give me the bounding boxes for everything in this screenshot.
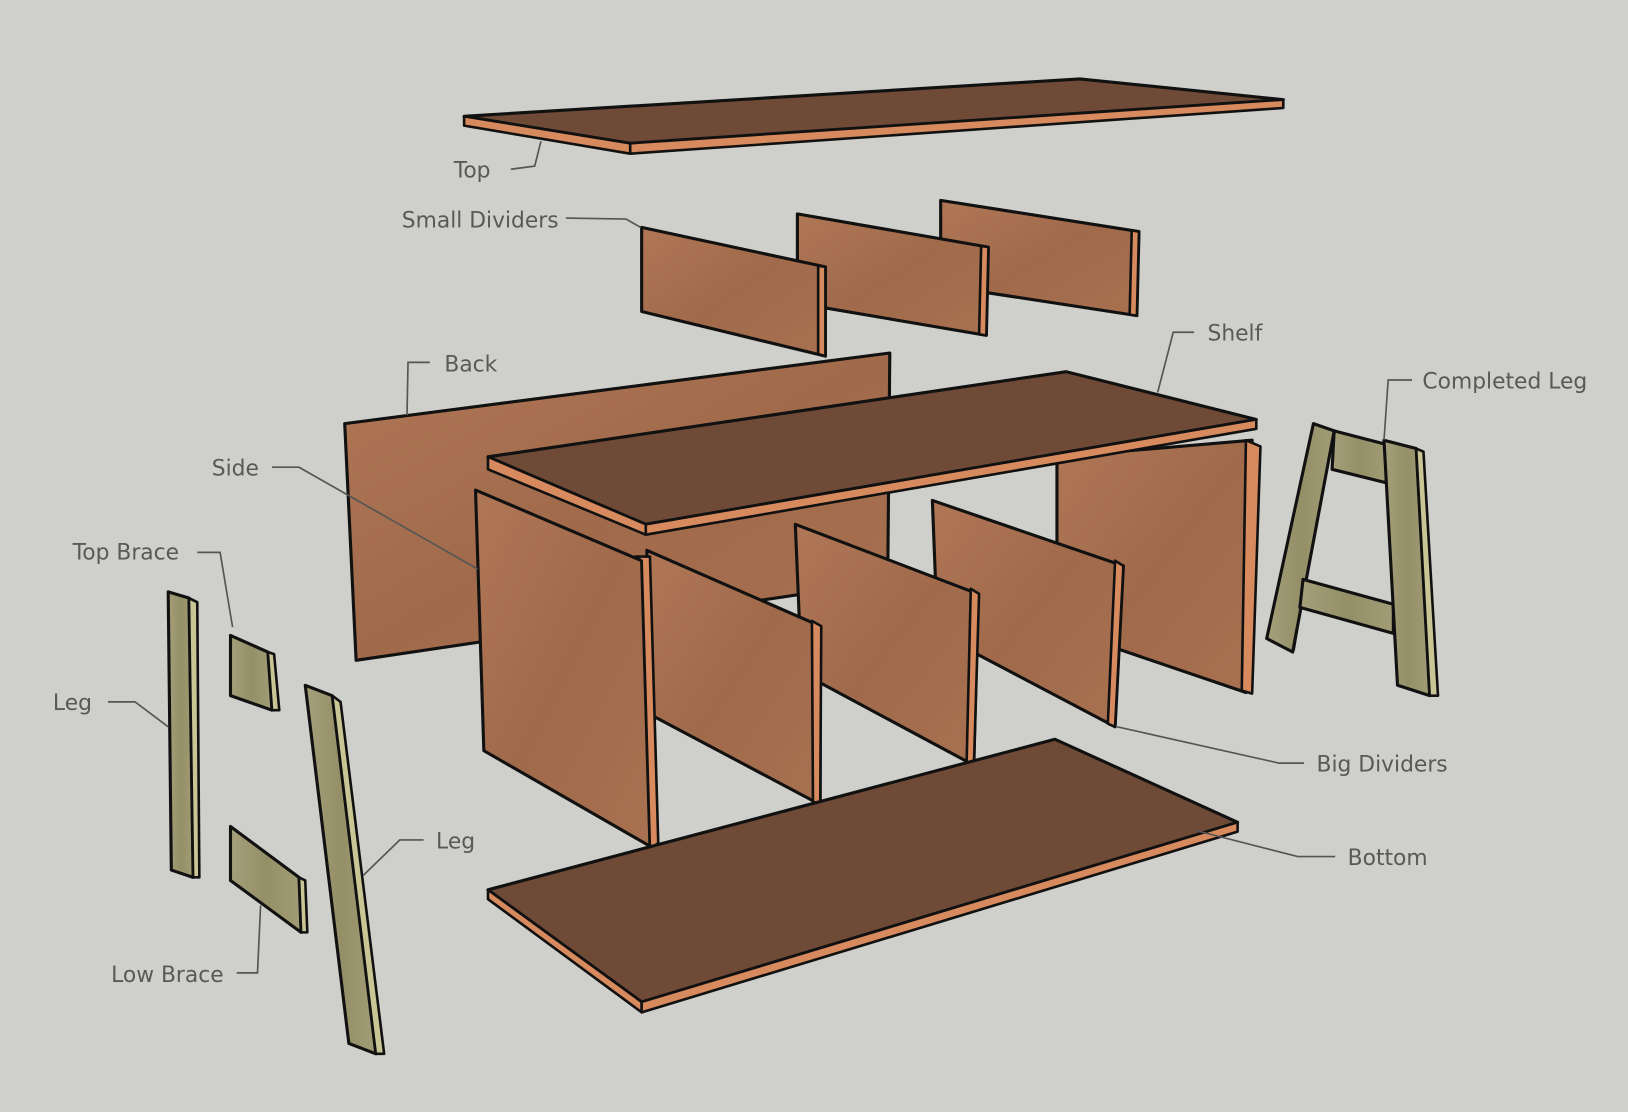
label-small-dividers: Small Dividers bbox=[402, 208, 559, 233]
label-side: Side bbox=[212, 457, 259, 482]
label-shelf: Shelf bbox=[1208, 322, 1264, 347]
completed-leg bbox=[1265, 422, 1440, 698]
bottom-panel bbox=[486, 737, 1240, 1014]
big-dividers bbox=[645, 498, 1125, 807]
right-leg bbox=[303, 683, 386, 1056]
left-leg bbox=[166, 590, 201, 879]
label-completed-leg: Completed Leg bbox=[1422, 369, 1587, 394]
small-dividers bbox=[640, 198, 1141, 358]
top-panel bbox=[462, 77, 1285, 155]
label-bottom: Bottom bbox=[1348, 846, 1428, 871]
top-brace bbox=[228, 633, 281, 712]
shelf-panel bbox=[486, 370, 1258, 537]
label-leg-left: Leg bbox=[53, 691, 92, 716]
low-brace bbox=[228, 824, 309, 934]
label-back: Back bbox=[444, 353, 497, 378]
leader-lines bbox=[107, 141, 1413, 974]
label-low-brace: Low Brace bbox=[111, 963, 224, 988]
label-big-dividers: Big Dividers bbox=[1317, 752, 1448, 777]
label-top-brace: Top Brace bbox=[72, 541, 179, 566]
label-top: Top bbox=[453, 159, 491, 184]
label-leg-right: Leg bbox=[436, 829, 475, 854]
